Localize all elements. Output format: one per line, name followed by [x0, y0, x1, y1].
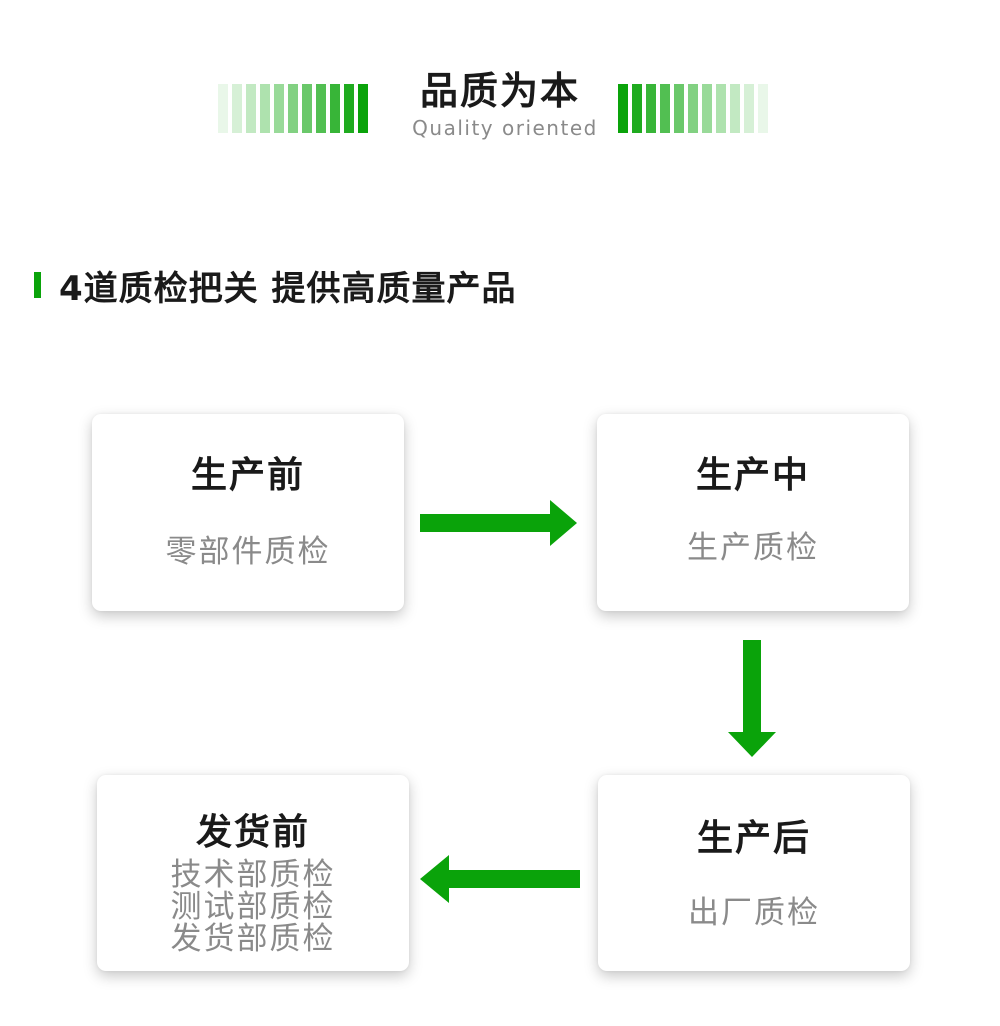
- page-title: 品质为本: [419, 69, 580, 113]
- step-detail: 出厂质检: [688, 895, 820, 931]
- step-detail: 测试部质检: [170, 889, 336, 925]
- step-detail: 生产质检: [687, 530, 819, 566]
- heading-accent-bar: [34, 272, 41, 298]
- step-title: 生产后: [696, 818, 811, 859]
- step-title: 生产中: [695, 455, 810, 496]
- stripe: [744, 84, 754, 133]
- stripe: [674, 84, 684, 133]
- step-title: 生产前: [190, 455, 305, 496]
- stripe: [246, 84, 256, 133]
- stripe: [716, 84, 726, 133]
- stripe: [688, 84, 698, 133]
- stripe: [730, 84, 740, 133]
- step-detail: 零部件质检: [165, 534, 331, 570]
- stripe: [316, 84, 326, 133]
- stripe: [302, 84, 312, 133]
- section-heading: 4道质检把关 提供高质量产品: [34, 262, 517, 309]
- arrow-right-icon: [420, 500, 577, 546]
- step-detail: 技术部质检: [170, 857, 336, 893]
- arrow-left-icon: [420, 855, 580, 903]
- step-card-post-production: 生产后 出厂质检: [598, 775, 910, 971]
- stripe: [758, 84, 768, 133]
- stripe: [218, 84, 228, 133]
- stripe: [260, 84, 270, 133]
- stripe: [288, 84, 298, 133]
- step-card-pre-shipment: 发货前 技术部质检 测试部质检 发货部质检: [97, 775, 409, 971]
- stripe: [344, 84, 354, 133]
- header-stripes-left: [218, 84, 368, 133]
- stripe: [618, 84, 628, 133]
- section-heading-text: 4道质检把关 提供高质量产品: [59, 268, 517, 309]
- stripe: [632, 84, 642, 133]
- header-stripes-right: [618, 84, 768, 133]
- stripe: [274, 84, 284, 133]
- stripe: [660, 84, 670, 133]
- step-card-in-production: 生产中 生产质检: [597, 414, 909, 611]
- step-card-pre-production: 生产前 零部件质检: [92, 414, 404, 611]
- step-title: 发货前: [195, 812, 310, 853]
- stripe: [702, 84, 712, 133]
- page-header: 品质为本 Quality oriented: [0, 68, 1000, 148]
- step-detail: 发货部质检: [170, 921, 336, 957]
- stripe: [646, 84, 656, 133]
- stripe: [358, 84, 368, 133]
- stripe: [232, 84, 242, 133]
- page-subtitle: Quality oriented: [412, 116, 598, 140]
- stripe: [330, 84, 340, 133]
- arrow-down-icon: [728, 640, 776, 757]
